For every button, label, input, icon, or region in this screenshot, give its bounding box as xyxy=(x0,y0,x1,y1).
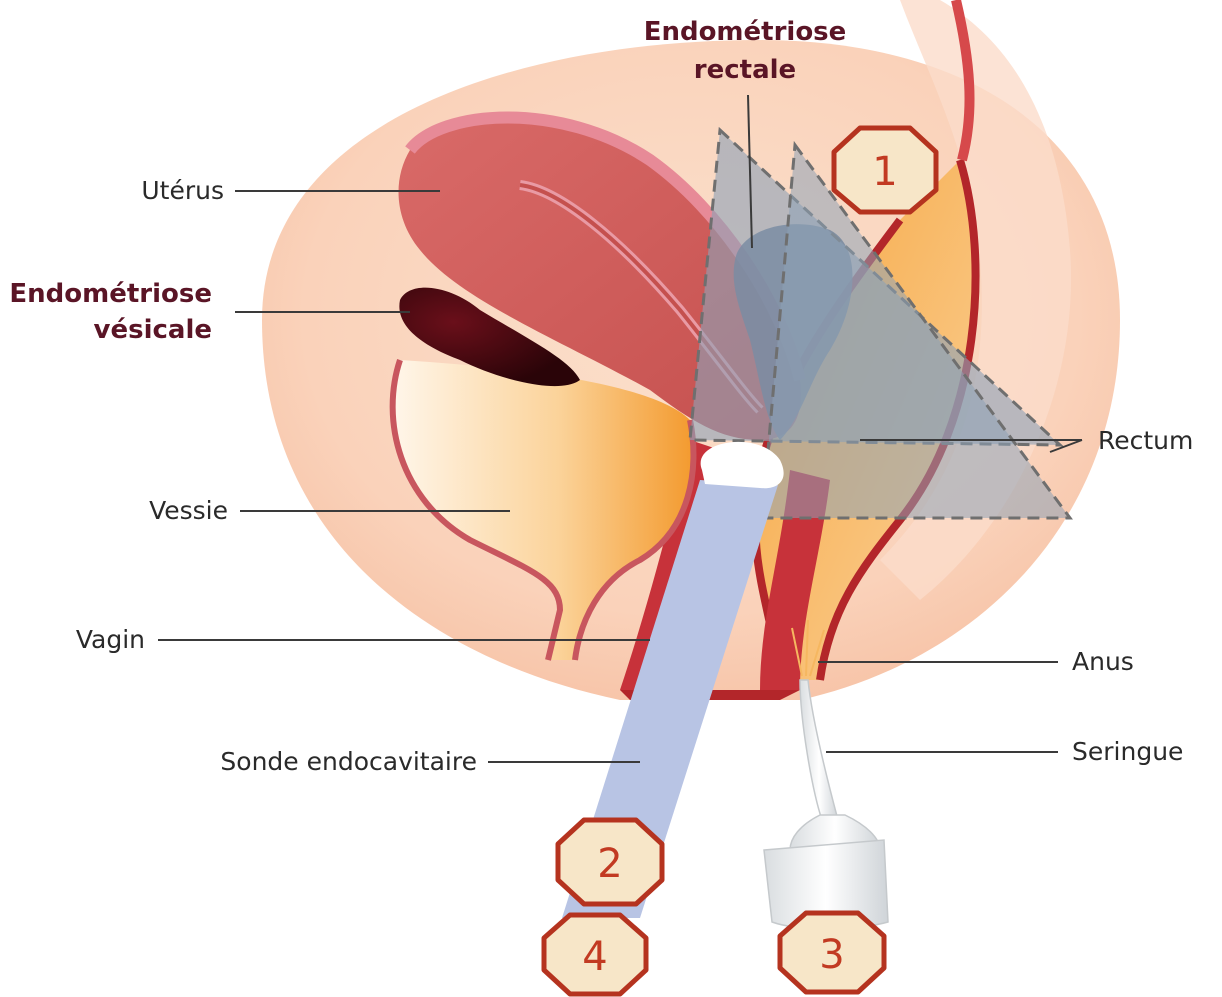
marker-2: 2 xyxy=(558,820,662,904)
label-rectal-endometriosis-1: Endométriose xyxy=(644,17,847,47)
marker-4: 4 xyxy=(544,915,646,994)
label-vagina: Vagin xyxy=(76,625,145,654)
label-syringe: Seringue xyxy=(1072,737,1183,766)
marker-1: 1 xyxy=(834,128,936,212)
label-vesical-endometriosis-2: vésicale xyxy=(94,315,212,345)
label-probe: Sonde endocavitaire xyxy=(220,747,477,776)
marker-1-text: 1 xyxy=(872,149,897,195)
label-rectum: Rectum xyxy=(1098,426,1193,455)
marker-2-text: 2 xyxy=(597,841,622,887)
label-rectal-endometriosis-2: rectale xyxy=(694,55,796,85)
label-bladder: Vessie xyxy=(149,496,228,525)
marker-3-text: 3 xyxy=(819,932,844,978)
marker-4-text: 4 xyxy=(582,934,607,980)
label-vesical-endometriosis-1: Endométriose xyxy=(9,279,212,309)
marker-3: 3 xyxy=(780,913,884,992)
label-anus: Anus xyxy=(1072,647,1134,676)
label-uterus: Utérus xyxy=(141,176,224,205)
